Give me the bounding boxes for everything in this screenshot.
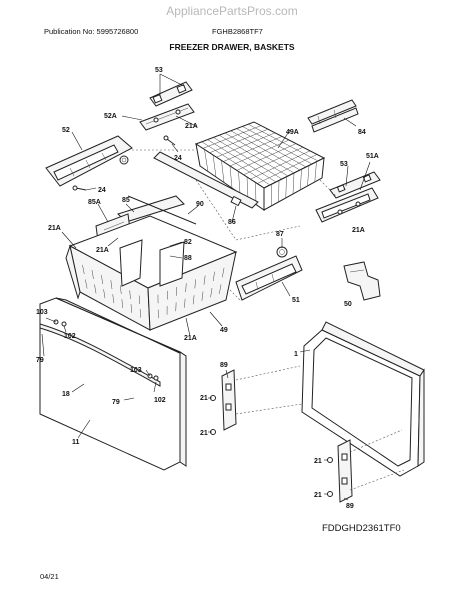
callout-53-top: 53: [155, 67, 163, 74]
part-1-gasket-frame: [301, 321, 425, 477]
diagram-code: FDDGHD2361TF0: [322, 523, 401, 534]
callout-85: 85: [122, 197, 130, 204]
model-number: FGHB2868TF7: [212, 27, 263, 36]
callout-53-right: 53: [340, 161, 348, 168]
callout-24-upper: 24: [174, 155, 182, 162]
callout-11: 11: [72, 439, 80, 446]
callout-87: 87: [276, 231, 284, 238]
callout-52a: 52A: [104, 113, 117, 120]
part-86-crossbar: [153, 151, 259, 209]
callout-86: 86: [228, 219, 236, 226]
callout-89-right: 89: [346, 503, 354, 510]
part-21-screw-4: [327, 491, 333, 497]
callout-50: 50: [344, 301, 352, 308]
callout-102-center: 102: [154, 397, 166, 404]
part-53-bracket-right: [329, 171, 381, 199]
part-24-screw-b: [72, 185, 87, 191]
part-50-clip: [343, 261, 381, 301]
callout-21a-bottom: 21A: [184, 335, 197, 342]
callout-21a-left: 21A: [48, 225, 61, 232]
callout-102-left: 102: [64, 333, 76, 340]
callout-1: 1: [294, 351, 298, 358]
part-24-screw-a: [163, 135, 176, 146]
assembly-dashed-lines: [132, 149, 405, 491]
part-11-drawer-front: [39, 297, 187, 471]
part-49-drawer-bin: [65, 215, 238, 331]
diagram-title: FREEZER DRAWER, BASKETS: [169, 42, 295, 52]
callout-21-d: 21: [314, 492, 322, 499]
watermark-text: AppliancePartsPros.com: [166, 4, 298, 18]
part-51-right-slide: [235, 255, 303, 301]
part-84-rail-bar: [307, 99, 359, 133]
callout-21-c: 21: [314, 458, 322, 465]
part-52-left-rail: [45, 135, 133, 187]
callout-leaders: [41, 73, 371, 501]
part-90-rod: [127, 195, 197, 225]
callout-79-left: 79: [36, 357, 44, 364]
callout-labels: 53 52A 21A 52 49A 84 24 53 51A 24 85A 85…: [36, 67, 379, 510]
callout-89-left: 89: [220, 362, 228, 369]
callout-24-lower: 24: [98, 187, 106, 194]
callout-18: 18: [62, 391, 70, 398]
part-53-bracket-top: [149, 81, 193, 107]
callout-88: 88: [184, 255, 192, 262]
callout-49a: 49A: [286, 129, 299, 136]
callout-79-center: 79: [112, 399, 120, 406]
callout-103-left: 103: [36, 309, 48, 316]
callout-21a-center: 21A: [96, 247, 109, 254]
callout-51a: 51A: [366, 153, 379, 160]
callout-21a-right: 21A: [352, 227, 365, 234]
callout-21-b: 21: [200, 430, 208, 437]
part-87-knob: [276, 246, 288, 258]
callout-21-a: 21: [200, 395, 208, 402]
revision-date: 04/21: [40, 572, 59, 581]
publication-number: Publication No: 5995726800: [44, 27, 139, 36]
part-89-hinge-left: [221, 369, 237, 431]
callout-103-center: 103: [130, 367, 142, 374]
part-89-hinge-right: [337, 439, 353, 503]
callout-82: 82: [184, 239, 192, 246]
callout-51: 51: [292, 297, 300, 304]
callout-49: 49: [220, 327, 228, 334]
callout-90: 90: [196, 201, 204, 208]
part-51a-right-rail: [315, 187, 379, 223]
callout-52: 52: [62, 127, 70, 134]
callout-21a-top: 21A: [185, 123, 198, 130]
callout-85a: 85A: [88, 199, 101, 206]
part-21-screw-3: [327, 457, 333, 463]
part-52a-slide-bracket: [139, 103, 195, 131]
part-49a-wire-basket: [194, 121, 326, 211]
callout-84: 84: [358, 129, 366, 136]
